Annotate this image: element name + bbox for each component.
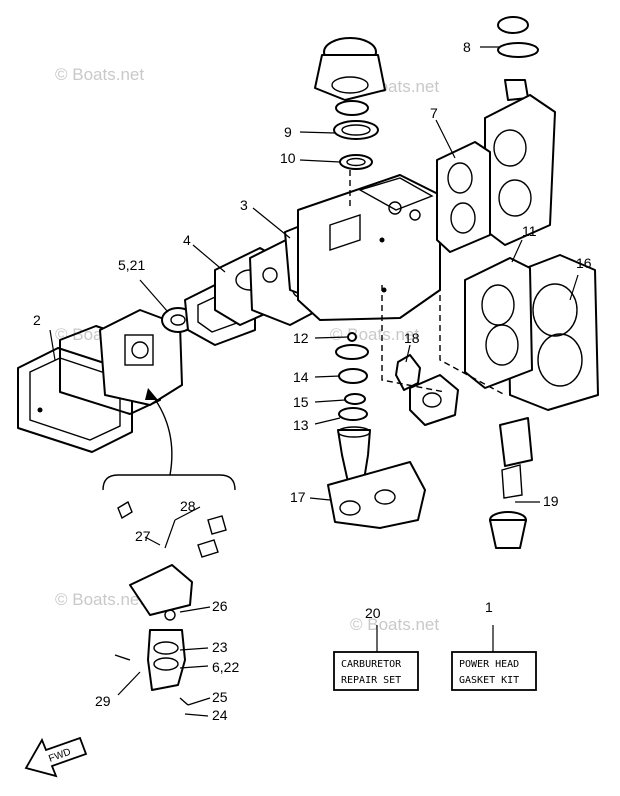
callout-28: 28 — [180, 498, 196, 514]
callout-26: 26 — [212, 598, 228, 614]
housing-gasket-part — [333, 120, 379, 140]
callout-16: 16 — [576, 255, 592, 271]
seal-ring-part — [335, 344, 369, 360]
thrust-washer-part — [344, 393, 366, 405]
callout-29: 29 — [95, 693, 111, 709]
callout-17: 17 — [290, 489, 306, 505]
callout-8: 8 — [463, 39, 471, 55]
o-ring-part — [338, 407, 368, 421]
cylinder-head-cover-part — [484, 94, 556, 246]
callout-1: 1 — [485, 599, 493, 615]
callout-4: 4 — [183, 232, 191, 248]
fuel-pump-gasket-part — [395, 354, 421, 391]
callout-13: 13 — [293, 417, 309, 433]
callout-6-22: 6,22 — [212, 659, 239, 675]
fwd-arrow-icon: FWD — [24, 736, 88, 778]
callout-20: 20 — [365, 605, 381, 621]
bearing-housing-part — [314, 37, 386, 101]
callout-9: 9 — [284, 124, 292, 140]
callout-11: 11 — [522, 223, 537, 239]
callout-3: 3 — [240, 197, 248, 213]
callout-23: 23 — [212, 639, 228, 655]
head-cover-gasket-part — [436, 141, 491, 253]
exhaust-gasket-part — [464, 257, 533, 389]
callout-5-21: 5,21 — [118, 257, 145, 273]
detail-bracket — [102, 388, 236, 491]
guide-lines — [349, 170, 506, 396]
oil-seal-part — [335, 100, 369, 116]
leader-lines — [49, 46, 579, 717]
callout-15: 15 — [293, 394, 309, 410]
power-head-gasket-kit-box: POWER HEAD GASKET KIT — [451, 651, 537, 691]
power-head-kit-line2: GASKET KIT — [459, 675, 519, 686]
watermark: © Boats.net — [55, 590, 144, 609]
watermark: © Boats.net — [350, 615, 439, 634]
callout-19: 18 — [404, 330, 420, 346]
carburetor-repair-set-box: CARBURETOR REPAIR SET — [333, 651, 419, 691]
power-head-kit-line1: POWER HEAD — [459, 659, 519, 670]
primer-plunger-part — [489, 511, 527, 549]
carburetor-detail-part — [114, 500, 227, 706]
oil-seal-lower-part — [339, 154, 373, 170]
watermark: © Boats.net — [55, 65, 144, 84]
base-gasket-part — [327, 461, 426, 529]
callout-25: 25 — [212, 689, 228, 705]
callout-7: 7 — [430, 105, 438, 121]
carburetor-kit-line2: REPAIR SET — [341, 675, 401, 686]
callout-2: 2 — [33, 312, 41, 328]
carburetor-kit-line1: CARBURETOR — [341, 659, 402, 670]
callout-14: 14 — [293, 369, 309, 385]
carburetor-body-part — [99, 309, 183, 406]
primer-valve-part — [499, 417, 533, 499]
bearing-washer-part — [347, 332, 357, 342]
crankcase-block-part — [297, 174, 441, 321]
callout-18: 19 — [543, 493, 559, 509]
callout-27: 27 — [135, 528, 151, 544]
callout-12: 12 — [293, 330, 309, 346]
thermostat-cover-part — [497, 16, 539, 101]
needle-bearing-part — [338, 368, 368, 384]
callout-24: 24 — [212, 707, 228, 723]
callout-10: 10 — [280, 150, 296, 166]
callout-labels: 1 2 3 4 5,21 6,22 7 8 9 10 11 16 12 14 1… — [33, 39, 592, 723]
